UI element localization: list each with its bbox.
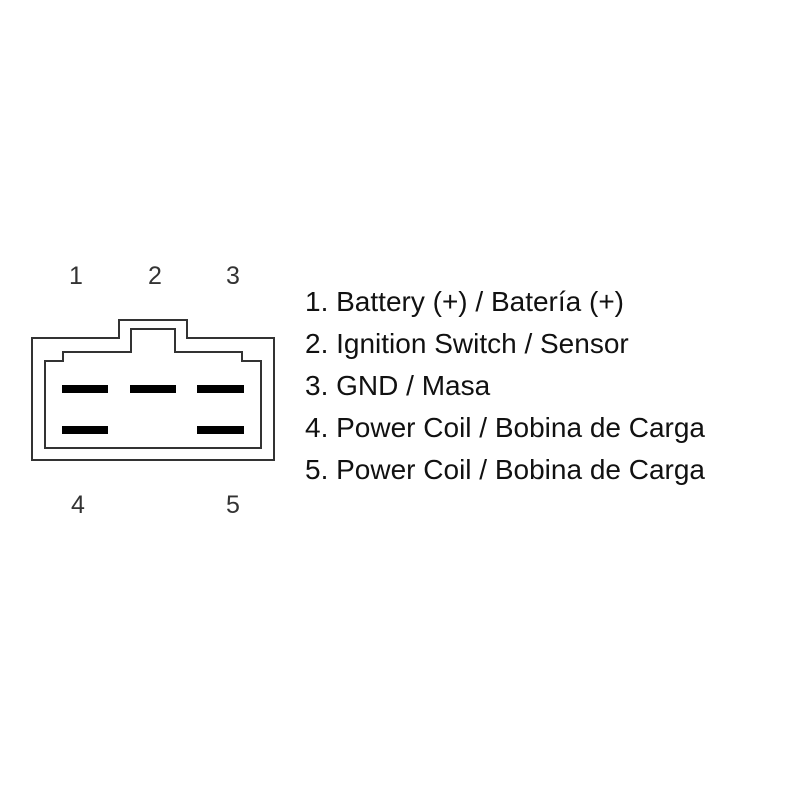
legend-item: 4. Power Coil / Bobina de Carga [305, 412, 705, 443]
pin-4-terminal [62, 426, 108, 434]
legend-item: 1. Battery (+) / Batería (+) [305, 286, 625, 317]
legend-item: 2. Ignition Switch / Sensor [305, 328, 629, 359]
pin-5-terminal [197, 426, 244, 434]
connector-outer-housing [31, 319, 275, 461]
pin-label-3: 3 [226, 262, 240, 290]
pin-label-5: 5 [226, 491, 240, 519]
pin-label-2: 2 [148, 262, 162, 290]
pin-1-terminal [62, 385, 108, 393]
legend-item: 5. Power Coil / Bobina de Carga [305, 454, 705, 485]
pin-label-1: 1 [69, 262, 83, 290]
pin-label-4: 4 [71, 491, 85, 519]
legend-item: 3. GND / Masa [305, 370, 491, 401]
pin-legend: 1. Battery (+) / Batería (+) 2. Ignition… [305, 281, 705, 491]
pin-2-terminal [130, 385, 176, 393]
pin-3-terminal [197, 385, 244, 393]
connector-inner-housing [44, 328, 262, 449]
